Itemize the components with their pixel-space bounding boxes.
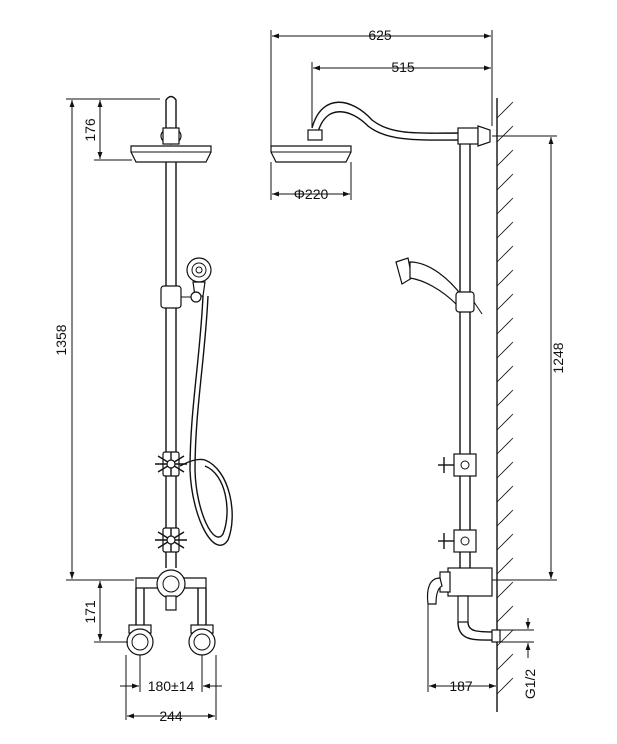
dim-wall-projection: 187 xyxy=(449,678,473,694)
dim-arm-projection-total: 625 xyxy=(368,27,392,43)
side-upper-valve xyxy=(438,453,477,477)
front-slide-bracket xyxy=(160,285,202,309)
front-view xyxy=(126,95,233,656)
dim-arm-projection-head: 515 xyxy=(391,59,415,75)
front-right-inlet xyxy=(188,624,216,656)
dim-riser-height: 1248 xyxy=(550,342,566,373)
front-top-gooseneck xyxy=(165,95,177,130)
front-upper-cross-valve xyxy=(155,451,187,477)
side-view xyxy=(270,98,514,712)
front-shower-head xyxy=(130,145,212,163)
dim-head-height: 176 xyxy=(82,118,98,142)
dim-inlet-thread: G1/2 xyxy=(522,669,538,700)
wall xyxy=(496,98,514,712)
side-slide-bracket xyxy=(455,291,483,315)
side-shower-head xyxy=(270,129,352,163)
dim-outlet-height: 171 xyxy=(82,600,98,624)
front-mixer-body xyxy=(135,569,207,625)
dim-overall-height: 1358 xyxy=(53,324,69,355)
front-left-inlet xyxy=(126,624,154,656)
side-lower-valve xyxy=(438,529,477,553)
front-hand-shower xyxy=(186,257,212,297)
side-overhead-arm xyxy=(311,101,491,147)
side-dimensions: 625 515 Φ220 1248 187 G1/2 xyxy=(270,27,566,700)
front-head-connector xyxy=(160,127,182,145)
side-mixer-body xyxy=(426,567,501,643)
side-hand-shower xyxy=(395,257,463,305)
dim-inlet-centres: 180±14 xyxy=(148,678,195,694)
dim-head-diameter: Φ220 xyxy=(294,186,329,202)
front-dimensions: 1358 176 171 180±14 244 xyxy=(53,98,222,724)
front-lower-cross-valve xyxy=(155,527,187,553)
side-riser-pipe xyxy=(459,144,471,568)
front-hose xyxy=(179,295,233,546)
front-riser-pipe xyxy=(165,160,177,568)
dim-outer-width: 244 xyxy=(159,708,183,724)
